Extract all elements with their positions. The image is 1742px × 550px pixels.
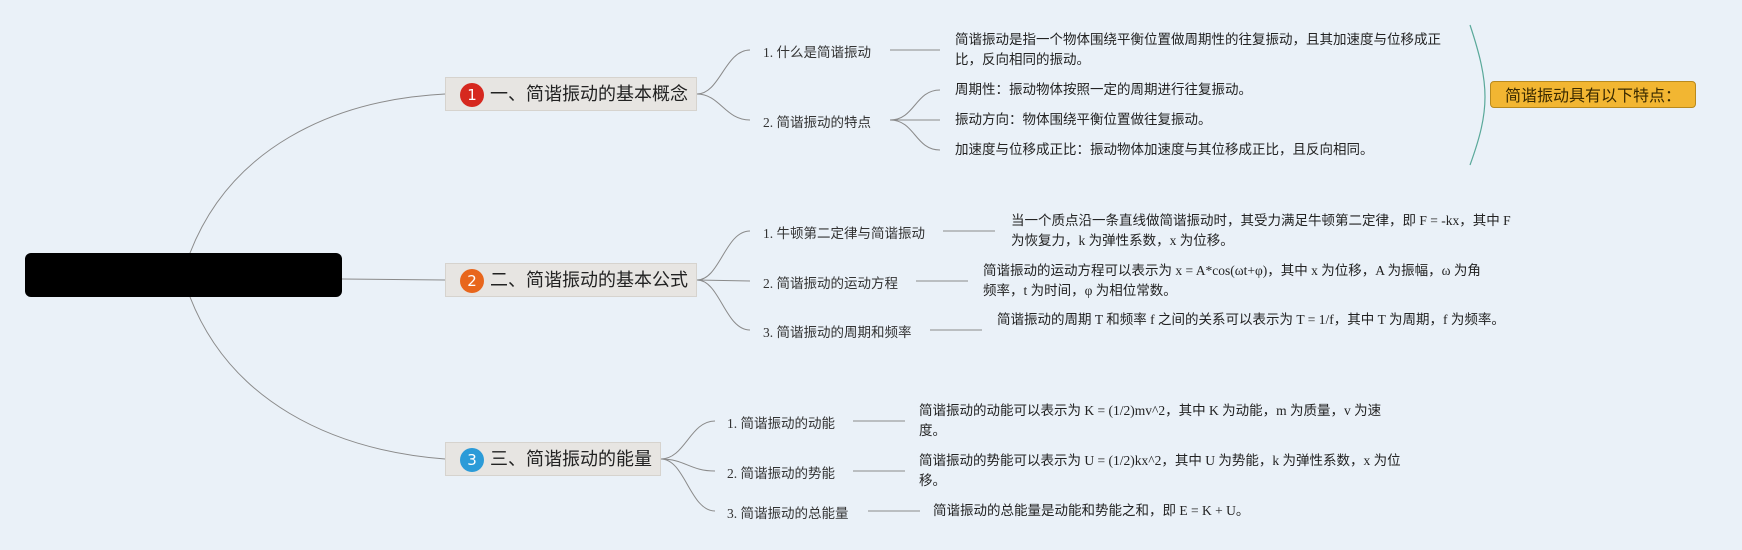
main-topic-1-title: 一、简谐振动的基本概念 [490,84,688,105]
link-t3-sub3 [660,458,716,512]
subtopic-3-1[interactable]: 1. 简谐振动的动能 [727,416,835,431]
subtopic-3-2[interactable]: 2. 简谐振动的势能 [727,466,835,481]
leaf-2-1-1[interactable]: 当一个质点沿一条直线做简谐振动时，其受力满足牛顿第二定律，即 F = -kx，其… [1011,213,1511,248]
link-t3-sub2 [660,458,716,472]
link-t2-sub1 [696,230,751,281]
main-topic-1[interactable]: 1 一、简谐振动的基本概念 [445,77,697,111]
number-badge-3: 3 [460,448,484,472]
leaf-3-2-1[interactable]: 简谐振动的势能可以表示为 U = (1/2)kx^2，其中 U 为势能，k 为弹… [919,453,1401,488]
leaf-1-2-2[interactable]: 振动方向：物体围绕平衡位置做往复振动。 [955,112,1212,127]
summary-bracket [1469,24,1486,166]
leaf-1-2-3[interactable]: 加速度与位移成正比：振动物体加速度与其位移成正比，且反向相同。 [955,142,1374,157]
main-topic-2[interactable]: 2 二、简谐振动的基本公式 [445,263,697,297]
leaf-1-1-1[interactable]: 简谐振动是指一个物体围绕平衡位置做周期性的往复振动，且其加速度与位移成正比，反向… [955,32,1441,67]
number-badge-1: 1 [460,83,484,107]
root-topic[interactable] [25,253,342,297]
link-t1-leaf4 [889,119,941,151]
subtopic-1-1[interactable]: 1. 什么是简谐振动 [763,45,871,60]
subtopic-2-3[interactable]: 3. 简谐振动的周期和频率 [763,325,912,340]
leaf-2-2-1[interactable]: 简谐振动的运动方程可以表示为 x = A*cos(ωt+φ)，其中 x 为位移，… [983,263,1481,298]
leaf-3-1-1[interactable]: 简谐振动的动能可以表示为 K = (1/2)mv^2，其中 K 为动能，m 为质… [919,403,1382,438]
link-root-topic-1 [189,93,446,254]
link-root-topic-2 [341,278,446,281]
subtopic-3-3[interactable]: 3. 简谐振动的总能量 [727,506,849,521]
number-badge-2: 2 [460,269,484,293]
link-t2-sub3 [696,279,751,331]
link-t3-sub1 [660,420,716,460]
link-t1-leaf2 [889,89,941,121]
subtopic-1-2[interactable]: 2. 简谐振动的特点 [763,115,871,130]
link-root-topic-3 [189,296,446,460]
summary-topic-label: 简谐振动具有以下特点： [1504,86,1681,105]
subtopic-2-2[interactable]: 2. 简谐振动的运动方程 [763,276,898,291]
leaf-2-3-1[interactable]: 简谐振动的周期 T 和频率 f 之间的关系可以表示为 T = 1/f，其中 T … [997,312,1505,327]
link-t2-sub2 [696,279,751,282]
main-topic-3[interactable]: 3 三、简谐振动的能量 [445,442,661,476]
leaf-1-2-1[interactable]: 周期性：振动物体按照一定的周期进行往复振动。 [955,82,1252,97]
leaf-3-3-1[interactable]: 简谐振动的总能量是动能和势能之和，即 E = K + U。 [933,503,1250,518]
link-t1-sub1 [696,49,751,95]
main-topic-2-title: 二、简谐振动的基本公式 [490,270,688,291]
link-t1-sub2 [696,93,751,121]
main-topic-3-title: 三、简谐振动的能量 [490,449,652,470]
summary-topic[interactable]: 简谐振动具有以下特点： [1490,81,1696,108]
subtopic-2-1[interactable]: 1. 牛顿第二定律与简谐振动 [763,226,925,241]
